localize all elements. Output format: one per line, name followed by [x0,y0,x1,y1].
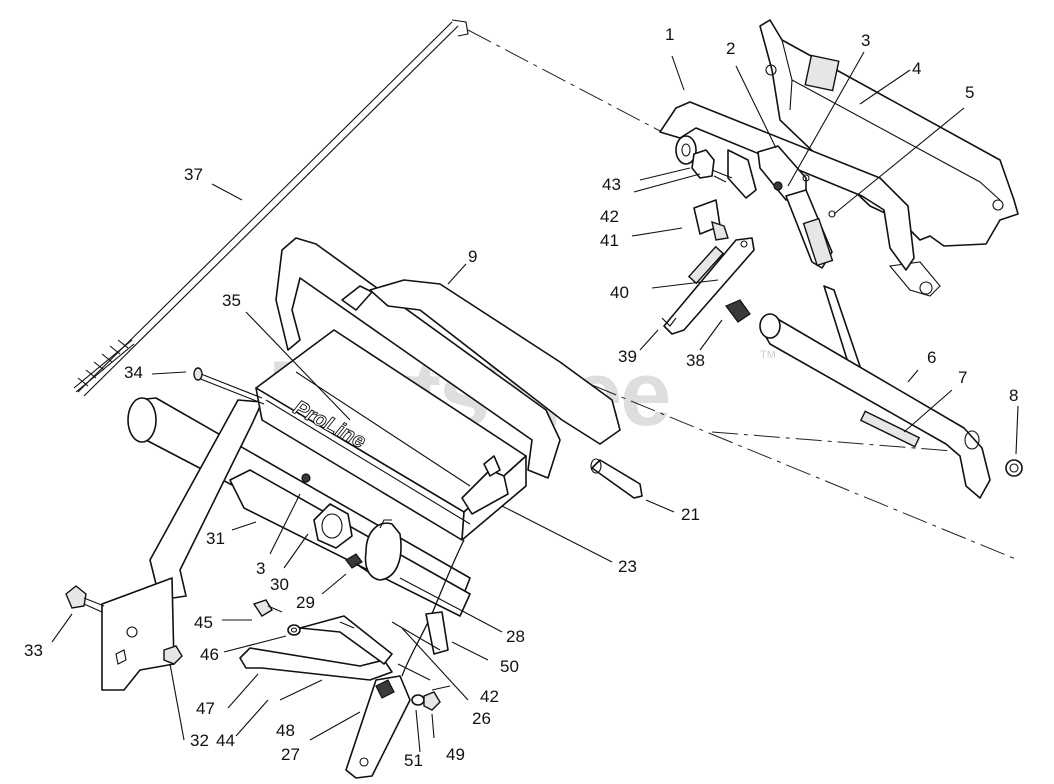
callout-32: 32 [190,731,209,750]
callout-42b: 42 [480,687,499,706]
small-hardware-41-43 [691,149,757,241]
callout-50: 50 [500,657,519,676]
callout-43: 43 [602,175,621,194]
callout-9: 9 [468,247,477,266]
clip-part-38 [725,299,751,323]
bolt-part-45 [252,599,283,617]
side-frame [101,399,263,691]
callout-8: 8 [1009,386,1018,405]
leader-lines [51,51,1019,753]
callout-27: 27 [281,745,300,764]
callout-4: 4 [912,59,921,78]
bracket-frame-part-4 [759,19,1019,297]
callout-45: 45 [194,613,213,632]
callout-47: 47 [196,699,215,718]
callout-3b: 3 [256,559,265,578]
rod-part-37 [73,19,469,397]
callout-3: 3 [861,31,870,50]
callout-6: 6 [927,348,936,367]
callout-31: 31 [206,529,225,548]
nut-part-49 [423,691,441,711]
pivot-tube-part-1 [659,101,915,271]
pin-part-21 [590,458,643,499]
washer-part-51 [411,694,425,706]
callout-35: 35 [222,291,241,310]
washer-part-46 [287,624,301,636]
callout-37: 37 [184,165,203,184]
main-handle-part-9 [275,237,621,479]
screw-part-29 [345,553,369,573]
watermark-trademark: TM [760,349,776,361]
callout-5: 5 [965,83,974,102]
throttle-lever-part-23 [461,455,509,515]
callout-29: 29 [296,593,315,612]
lower-bracket-part-27 [345,663,431,779]
control-housing-part-35: ProLine [255,329,527,541]
callout-40: 40 [610,283,629,302]
callout-26: 26 [472,709,491,728]
callout-1: 1 [665,25,674,44]
cable-part-50 [401,539,465,677]
bolt-part-33 [65,585,105,613]
control-arm-part-47 [239,615,393,681]
callout-33: 33 [24,641,43,660]
bolt-part-34 [193,367,265,405]
callout-42a: 42 [600,207,619,226]
callout-39: 39 [618,347,637,366]
lower-bar-part-6 [759,313,1023,499]
callout-23: 23 [618,557,637,576]
latch-plate-part-2 [757,145,867,389]
assembly-lines [467,29,1019,561]
callout-38: 38 [686,351,705,370]
callout-7: 7 [958,368,967,387]
lever-arm-part-40 [661,237,755,335]
callout-44: 44 [216,731,235,750]
callout-labels: 1 2 3 4 5 6 7 8 9 21 23 26 27 28 29 30 3… [24,25,1018,770]
callout-30: 30 [270,575,289,594]
callout-49: 49 [446,745,465,764]
callout-41: 41 [600,231,619,250]
callout-21: 21 [681,505,700,524]
grommet-part-30 [313,503,353,549]
nut-part-32 [163,645,183,665]
callout-51: 51 [404,751,423,770]
callout-28: 28 [506,627,525,646]
callout-2: 2 [726,39,735,58]
callout-46: 46 [200,645,219,664]
callout-48: 48 [276,721,295,740]
callout-34: 34 [124,363,143,382]
clamp-part-28 [364,519,402,581]
